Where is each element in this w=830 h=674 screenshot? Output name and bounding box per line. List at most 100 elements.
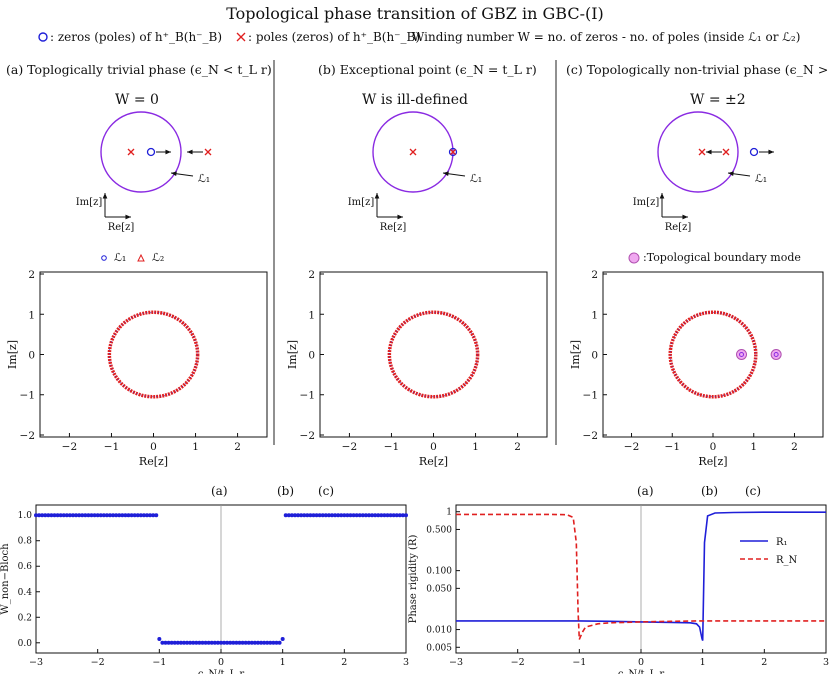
field-xtick-a: −1 (104, 441, 119, 453)
zero-arrow-c (759, 149, 774, 155)
panel-b-winding-label: W is ill-defined (362, 92, 468, 108)
winding-point (92, 513, 97, 518)
legend-winding-text: Winding number W = no. of zeros - no. of… (412, 30, 801, 44)
winding-point (262, 640, 267, 645)
winding-ytick: 0.8 (18, 537, 33, 547)
legend-poles-text: : poles (zeros) of h⁺_B(h⁻_B) (248, 30, 421, 44)
im-axis-arrow-c (659, 193, 665, 217)
winding-point (333, 513, 338, 518)
field-xtick-b: 0 (430, 441, 437, 453)
winding-point (71, 513, 75, 518)
winding-point (256, 640, 260, 645)
im-axis-label-b: Im[z] (348, 197, 375, 208)
winding-point (348, 513, 353, 518)
winding-point (219, 640, 223, 645)
field-frame-b (319, 271, 548, 438)
pole-inside-b (409, 148, 417, 156)
winding-point (320, 513, 325, 518)
winding-point (188, 640, 193, 645)
winding-point (243, 640, 248, 645)
re-axis-arrow-c (662, 214, 688, 220)
field-xtick-a: 0 (150, 441, 157, 453)
rigidity-xtick: 2 (761, 657, 767, 668)
winding-xtick: 0 (218, 657, 224, 668)
winding-point (169, 640, 174, 645)
winding-ytick: 1.0 (18, 511, 33, 521)
field-xlabel-c: Re[z] (698, 455, 727, 468)
rigidity-series-1 (456, 511, 826, 641)
winding-xtick: −3 (29, 657, 43, 668)
winding-xtick: −1 (152, 657, 166, 668)
winding-point (175, 640, 180, 645)
winding-point (145, 513, 149, 518)
winding-point (52, 513, 57, 518)
rigidity-xtick: −1 (572, 657, 586, 668)
rigidity-ytick: 1 (446, 508, 452, 518)
winding-point (34, 513, 38, 518)
winding-point (104, 513, 109, 518)
rigidity-series-2 (456, 513, 826, 640)
pole-on-contour-b (450, 149, 456, 155)
winding-point (360, 513, 365, 518)
winding-point (351, 513, 356, 518)
winding-point (326, 513, 331, 518)
boundary-mode-2 (770, 349, 782, 360)
rigidity-xtick: 0 (638, 657, 644, 668)
l2-legend-icon (137, 253, 145, 262)
marker-a-bottom-left: (a) (211, 484, 228, 498)
panel-c-winding-label: W = ±2 (690, 92, 746, 108)
zero-inside-a (146, 147, 156, 157)
im-axis-label-c: Im[z] (633, 197, 660, 208)
field-xlabel-b: Re[z] (419, 455, 448, 468)
winding-point (98, 513, 103, 518)
winding-ylabel: W_non−Bloch (0, 543, 11, 615)
winding-point (302, 513, 307, 518)
winding-point (182, 640, 186, 645)
pole-arrow-a (187, 149, 203, 155)
winding-point (342, 513, 347, 518)
winding-point (293, 513, 297, 518)
rigidity-legend-label-2: R_N (776, 555, 798, 566)
winding-point (215, 640, 220, 645)
panel-b-heading: (b) Exceptional point (ϵ_N = t_L r) (318, 62, 537, 77)
winding-point (203, 640, 208, 645)
winding-point (388, 513, 393, 518)
rigidity-ytick: 0.005 (426, 643, 452, 653)
field-frame-a (39, 271, 268, 438)
pole-inside-2-c (722, 148, 730, 156)
winding-point (209, 640, 214, 645)
winding-ytick: 0.6 (18, 562, 33, 572)
winding-point (129, 513, 134, 518)
winding-point (101, 513, 106, 518)
winding-point (299, 513, 304, 518)
winding-point (289, 513, 294, 518)
winding-point (111, 513, 116, 518)
field-ytick-c: −2 (583, 430, 598, 442)
winding-point (391, 513, 396, 518)
winding-point (265, 640, 270, 645)
winding-point (252, 640, 257, 645)
winding-point (191, 640, 196, 645)
winding-point (55, 513, 60, 518)
field-ytick-b: 1 (308, 309, 315, 321)
marker-b-bottom-right: (b) (701, 484, 719, 498)
zero-arrow-a (156, 149, 171, 155)
winding-point (163, 640, 168, 645)
winding-point (123, 513, 128, 518)
field-ytick-a: 1 (28, 309, 35, 321)
winding-point (40, 513, 45, 518)
contour-legend-l2: ℒ₂ (152, 251, 165, 264)
winding-point (336, 513, 341, 518)
l1-legend-icon (101, 255, 107, 261)
winding-point (231, 640, 236, 645)
contour-pointer-c (727, 171, 751, 177)
winding-point (330, 513, 334, 518)
field-xtick-c: 1 (750, 441, 757, 453)
field-ytick-b: 0 (308, 350, 315, 362)
winding-point (370, 513, 375, 518)
winding-point (49, 513, 54, 518)
winding-point (367, 513, 371, 518)
winding-point (172, 640, 177, 645)
field-xtick-b: 2 (514, 441, 521, 453)
